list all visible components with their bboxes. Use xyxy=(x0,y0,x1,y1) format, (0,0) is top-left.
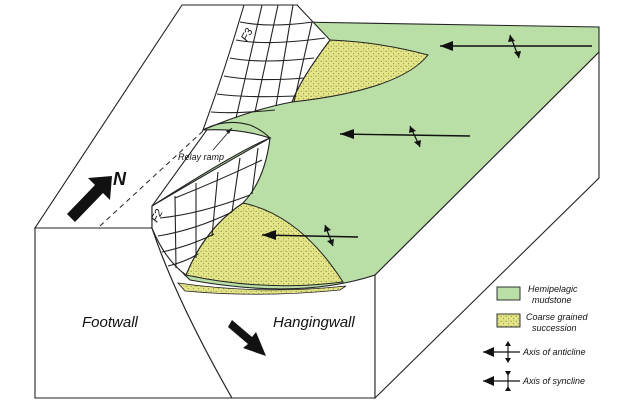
relay-ramp-label: Relay ramp xyxy=(178,152,224,162)
relay-ramp-tip-upper xyxy=(202,121,271,139)
syncline-axis-middle xyxy=(339,125,471,148)
relay-ramp-arrowhead xyxy=(226,128,232,134)
legend-swatch-mudstone xyxy=(496,286,521,301)
north-arrow xyxy=(67,176,112,222)
anticline-axis-lower xyxy=(261,224,359,247)
legend-mudstone-line1: Hemipelagic xyxy=(528,284,578,294)
coarse-front-strip xyxy=(176,282,347,295)
syncline-axis-upper xyxy=(440,34,592,59)
fault-f2-label: F2 xyxy=(149,207,166,224)
legend-anticline-symbol xyxy=(483,341,520,363)
legend-coarse-line1: Coarse grained xyxy=(526,312,589,322)
fault-f2-grid xyxy=(157,147,263,269)
legend-mudstone-line2: mudstone xyxy=(532,295,572,305)
north-label: N xyxy=(113,169,127,189)
legend-anticline-label: Axis of anticline xyxy=(522,347,586,357)
legend-syncline-symbol xyxy=(483,371,520,391)
fault-f3-grid xyxy=(210,4,326,119)
legend: Hemipelagic mudstone Coarse grained succ… xyxy=(483,284,589,391)
fault-f3-scarp xyxy=(202,4,331,132)
footwall-label: Footwall xyxy=(82,314,139,331)
hangingwall-label: Hangingwall xyxy=(273,314,355,331)
legend-coarse-line2: succession xyxy=(532,323,577,333)
legend-swatch-coarse xyxy=(496,313,521,328)
hangingwall-motion-arrow xyxy=(228,320,266,356)
fault-f3-label: F3 xyxy=(239,26,256,44)
legend-syncline-label: Axis of syncline xyxy=(522,376,585,386)
